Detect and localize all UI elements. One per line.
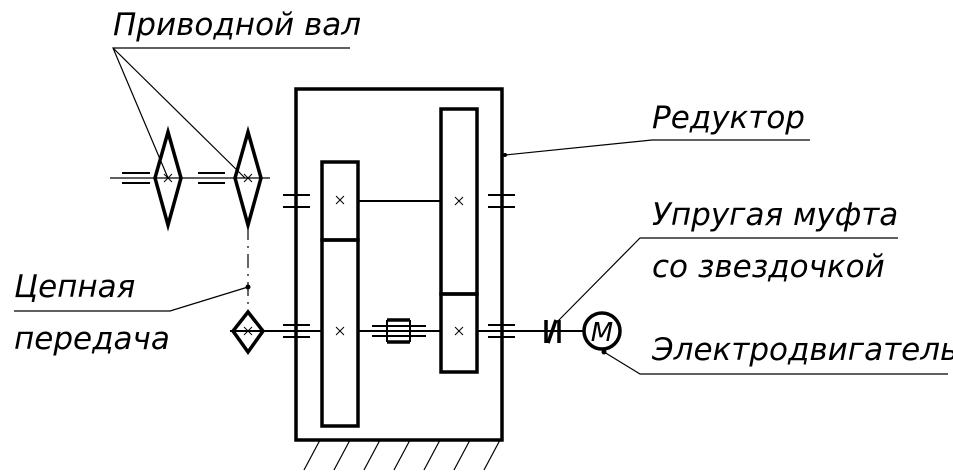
gear-right-large	[439, 107, 479, 296]
bearing-left-upper	[283, 194, 310, 208]
elastic-coupling-symbol	[544, 319, 561, 344]
leader-drive-shaft	[112, 47, 350, 179]
chain-sprocket-driving	[230, 309, 266, 356]
drive-shaft-sprocket-1	[153, 125, 183, 232]
motor-letter: M	[591, 318, 613, 348]
gear-left-large	[320, 238, 360, 428]
label-chain-drive-line1: Цепная	[14, 269, 135, 305]
drive-shaft	[110, 172, 270, 184]
label-chain-drive-line2: передача	[14, 321, 170, 357]
gearbox-housing	[294, 87, 504, 442]
bearing-right-lower	[488, 324, 515, 338]
leader-electric-motor	[601, 349, 948, 375]
electric-motor-symbol: M	[582, 311, 622, 351]
foundation-hatching	[296, 439, 502, 471]
leader-reducer	[503, 139, 810, 157]
gear-left-small	[320, 160, 360, 242]
bearing-right-upper	[488, 194, 515, 208]
inner-coupling	[372, 318, 426, 344]
label-electric-motor: Электродвигатель	[651, 332, 953, 368]
gear-right-small	[439, 292, 479, 374]
label-elastic-coupling-line1: Упругая муфта	[652, 197, 898, 233]
drive-shaft-sprocket-2	[233, 125, 263, 232]
label-drive-shaft: Приводной вал	[113, 7, 361, 43]
bearing-left-lower	[283, 324, 310, 338]
label-reducer: Редуктор	[652, 100, 805, 136]
leader-elastic-coupling	[556, 237, 898, 323]
label-elastic-coupling-line2: со звездочкой	[652, 249, 885, 285]
